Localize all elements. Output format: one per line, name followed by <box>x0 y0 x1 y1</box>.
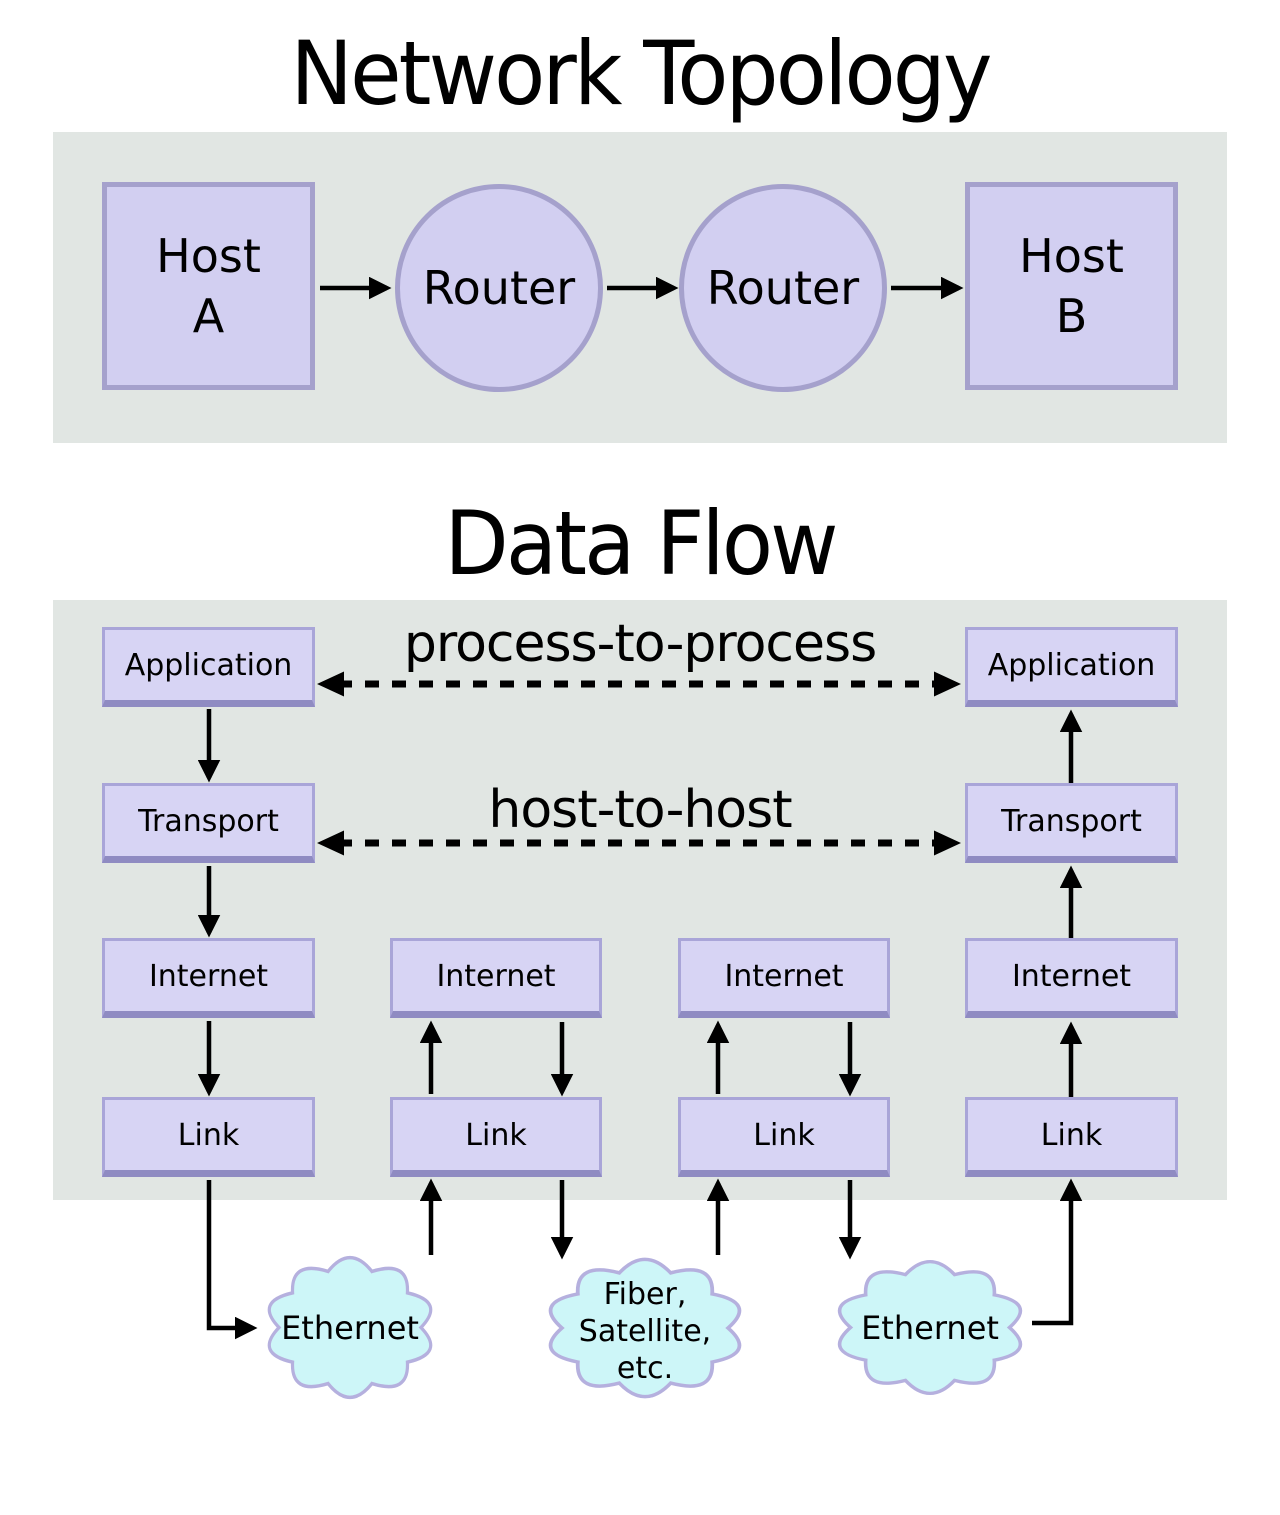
network-topology-title: Network Topology <box>290 22 992 125</box>
box-label: Transport <box>1001 803 1142 839</box>
cloud-label-line: Satellite, <box>578 1314 712 1349</box>
box-label: Link <box>465 1117 527 1153</box>
box-label: Internet <box>148 958 269 994</box>
box-label: Application <box>124 647 293 683</box>
box-host-b-application: Application <box>965 627 1178 707</box>
cloud-label-line: etc. <box>616 1351 674 1386</box>
node-host-a: Host A <box>102 182 315 390</box>
box-label: Link <box>177 1117 240 1153</box>
node-host-b: Host B <box>965 182 1178 390</box>
node-router-1: Router <box>395 184 603 392</box>
box-label: Link <box>753 1117 815 1153</box>
node-host-b-label-line2: B <box>1055 289 1088 343</box>
box-label: Internet <box>1011 958 1132 994</box>
node-router-1-label: Router <box>422 261 576 315</box>
box-label: Application <box>987 647 1156 683</box>
cloud-ethernet-right-shape <box>837 1259 1023 1396</box>
box-label: Transport <box>138 803 279 839</box>
cloud-fiber-satellite-shape <box>548 1257 742 1399</box>
box-host-a-internet: Internet <box>102 938 315 1018</box>
label-process-to-process: process-to-process <box>403 614 877 674</box>
cloud-fiber-satellite-label: Fiber, Satellite, etc. <box>545 1276 745 1387</box>
node-router-2: Router <box>679 184 887 392</box>
box-host-b-link: Link <box>965 1097 1178 1177</box>
box-router-1-link: Link <box>390 1097 602 1177</box>
data-flow-title: Data Flow <box>444 492 838 595</box>
box-host-b-internet: Internet <box>965 938 1178 1018</box>
node-host-b-label-line1: Host <box>1019 229 1124 283</box>
cloud-ethernet-left-shape <box>267 1255 433 1400</box>
cloud-label-line: Fiber, <box>603 1277 687 1312</box>
arrow-hosta-link-ethernet <box>206 1180 258 1340</box>
cloud-ethernet-left-label: Ethernet <box>270 1310 430 1347</box>
node-host-a-label-line2: A <box>192 289 225 343</box>
box-router-2-internet: Internet <box>678 938 890 1018</box>
node-host-a-label-line1: Host <box>156 229 261 283</box>
box-router-2-link: Link <box>678 1097 890 1177</box>
cloud-label-line: Ethernet <box>861 1309 999 1347</box>
box-host-a-transport: Transport <box>102 783 315 863</box>
box-label: Internet <box>436 958 556 994</box>
box-router-1-internet: Internet <box>390 938 602 1018</box>
label-host-to-host: host-to-host <box>488 780 792 840</box>
box-host-a-application: Application <box>102 627 315 707</box>
cloud-label-line: Ethernet <box>281 1309 419 1347</box>
box-host-b-transport: Transport <box>965 783 1178 863</box>
box-host-a-link: Link <box>102 1097 315 1177</box>
cloud-ethernet-right-label: Ethernet <box>840 1310 1020 1347</box>
box-label: Internet <box>724 958 844 994</box>
box-label: Link <box>1040 1117 1103 1153</box>
node-router-2-label: Router <box>706 261 860 315</box>
